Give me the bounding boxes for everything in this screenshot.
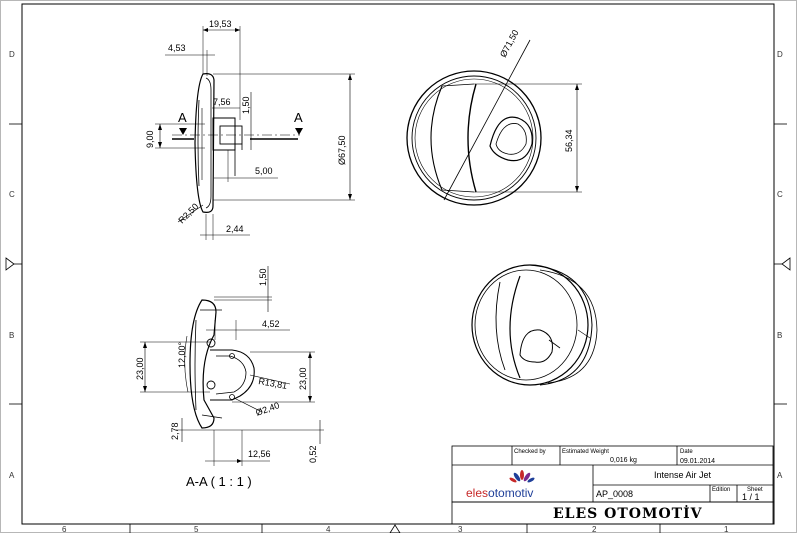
- sheet-value: 1 / 1: [742, 492, 760, 502]
- zone-right-d: D: [777, 50, 783, 59]
- company-name: ELES OTOMOTİV: [553, 503, 703, 522]
- zone-left-d: D: [9, 50, 15, 59]
- dim-dia-71-50: Ø71,50: [498, 28, 521, 59]
- dim-1-50-side: 1,50: [241, 96, 251, 114]
- zone-right-a: A: [777, 471, 783, 480]
- dim-2-78: 2,78: [170, 422, 180, 440]
- logo-text-eles: eles: [466, 486, 488, 500]
- section-mark-left: A: [178, 110, 187, 125]
- section-view-arrows: [143, 342, 312, 463]
- sheet-label: Sheet: [747, 487, 763, 493]
- weight-value: 0,016 kg: [610, 457, 637, 464]
- dim-23-00-right: 23,00: [298, 367, 308, 390]
- logo-text-otomotiv: otomotiv: [488, 486, 533, 500]
- front-view: [406, 39, 582, 206]
- title-block: [451, 445, 774, 525]
- dim-56-34: 56,34: [564, 129, 574, 152]
- drawing-title: Intense Air Jet: [654, 470, 712, 480]
- zone-bottom-3: 3: [458, 525, 463, 533]
- edition-label: Edition: [712, 487, 730, 493]
- date-value: 09.01.2014: [680, 458, 715, 465]
- zone-left-c: C: [9, 190, 15, 199]
- dim-4-52: 4,52: [262, 319, 280, 329]
- dim-dia-67-50: Ø67,50: [337, 135, 347, 165]
- dim-2-44: 2,44: [226, 224, 244, 234]
- dim-9-00: 9,00: [145, 130, 155, 148]
- zone-bottom-2: 2: [592, 525, 597, 533]
- section-mark-right: A: [294, 110, 303, 125]
- svg-text:elesotomotiv: elesotomotiv: [466, 486, 533, 500]
- dim-7-56: 7,56: [213, 97, 231, 107]
- dim-19-53: 19,53: [209, 19, 232, 29]
- isometric-view: [471, 264, 598, 386]
- logo-flower-icon: [509, 470, 535, 483]
- side-view-arrows: [158, 28, 352, 200]
- centering-marks: [5, 257, 791, 533]
- dim-23-00-left: 23,00: [135, 357, 145, 380]
- dim-r13-81: R13,81: [258, 376, 288, 391]
- company-logo: elesotomotiv: [466, 470, 535, 500]
- date-label: Date: [680, 449, 693, 455]
- dim-5-00: 5,00: [255, 166, 273, 176]
- zone-bottom-5: 5: [194, 525, 199, 533]
- section-title: A-A ( 1 : 1 ): [186, 474, 252, 489]
- dim-12-56: 12,56: [248, 449, 271, 459]
- zone-ticks: [9, 123, 787, 533]
- dim-angle-12: 12,00°: [177, 341, 187, 368]
- zone-bottom-6: 6: [62, 525, 67, 533]
- section-view: [140, 266, 324, 466]
- zone-left-b: B: [9, 331, 14, 340]
- checked-by-label: Checked by: [514, 449, 546, 455]
- side-view: [155, 26, 355, 240]
- dim-r2-50: R2,50: [176, 201, 200, 225]
- front-view-arrows: [575, 84, 579, 192]
- estimated-weight-label: Estimated Weight: [562, 449, 609, 455]
- zone-left-a: A: [9, 471, 15, 480]
- zone-right-b: B: [777, 331, 782, 340]
- zone-bottom-4: 4: [326, 525, 331, 533]
- zone-right-c: C: [777, 190, 783, 199]
- zone-bottom-1: 1: [724, 525, 729, 533]
- dim-4-53: 4,53: [168, 43, 186, 53]
- part-number: AP_0008: [596, 489, 633, 499]
- dim-1-50-section: 1,50: [258, 268, 268, 286]
- dim-dia-2-40: Ø2,40: [254, 400, 280, 418]
- dim-0-52: 0,52: [308, 445, 318, 463]
